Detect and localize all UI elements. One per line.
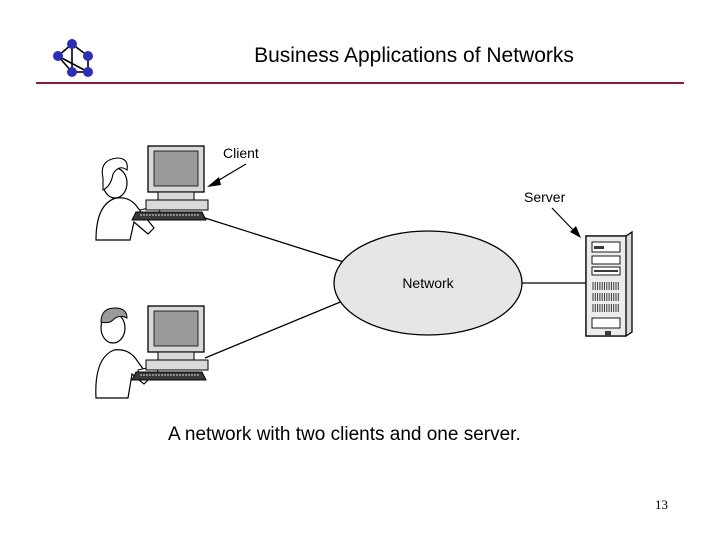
logo-node-3: [67, 67, 77, 77]
network-label: Network: [402, 275, 454, 291]
link-top-client: [204, 217, 354, 266]
network-cloud: [333, 230, 523, 336]
logo-node-4: [83, 67, 93, 77]
server-label: Server: [524, 189, 566, 205]
slide-title: Business Applications of Networks: [254, 44, 574, 67]
diagram-caption: A network with two clients and one serve…: [168, 424, 521, 445]
top-client-desktop-computer-icon: [131, 145, 209, 221]
title-rule: [36, 82, 684, 84]
client-label: Client: [223, 145, 259, 161]
server-tower-icon: [585, 230, 633, 337]
bottom-user-person-icon: [95, 307, 159, 399]
network-graph-logo-icon: [53, 39, 93, 77]
logo-node-0: [67, 39, 77, 49]
logo-node-2: [83, 51, 93, 61]
link-bottom-client: [204, 297, 351, 359]
logo-node-1: [53, 51, 63, 61]
bottom-client-desktop-computer-icon: [131, 305, 209, 381]
page-number: 13: [655, 497, 668, 512]
